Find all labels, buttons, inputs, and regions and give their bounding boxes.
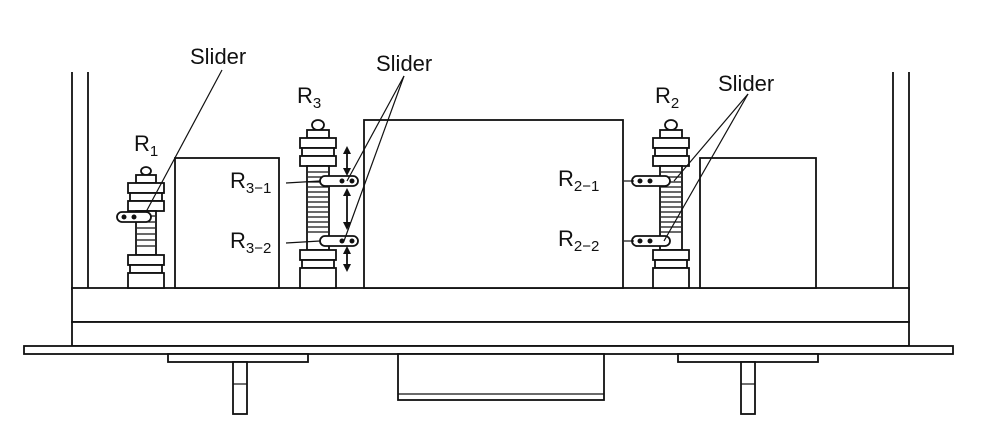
chassis-frame	[71, 72, 910, 290]
slider-label-r3: Slider	[376, 51, 432, 76]
labels: Slider Slider Slider R1 R3 R2 R3−1 R3−2 …	[134, 44, 774, 257]
r3-label: R3	[297, 83, 321, 112]
r3-1-slider-tab	[319, 175, 359, 187]
resistor-r3	[299, 119, 359, 289]
r3-2-slider-tab	[319, 235, 359, 247]
r3-1-label: R3−1	[230, 168, 271, 197]
leader-lines	[145, 69, 749, 244]
r2-2-label: R2−2	[558, 226, 599, 255]
r2-1-slider-tab	[631, 175, 671, 187]
r3-2-label: R3−2	[230, 228, 271, 257]
internal-blocks	[174, 119, 817, 289]
double-headed-arrow-icon	[343, 246, 351, 272]
r1-slider-tab	[116, 211, 152, 223]
r1-label: R1	[134, 131, 158, 160]
r2-1-label: R2−1	[558, 166, 599, 195]
r3-coil	[308, 171, 328, 233]
slider-label-r1: Slider	[190, 44, 246, 69]
slider-label-r2: Slider	[718, 71, 774, 96]
r2-coil	[661, 171, 681, 233]
r2-label: R2	[655, 83, 679, 112]
resistor-r2	[631, 119, 690, 289]
resistor-r1	[116, 166, 165, 289]
double-headed-arrow-icon	[343, 188, 351, 230]
double-headed-arrow-icon	[343, 146, 351, 176]
r2-2-slider-tab	[631, 235, 671, 247]
base-plate	[23, 287, 954, 415]
